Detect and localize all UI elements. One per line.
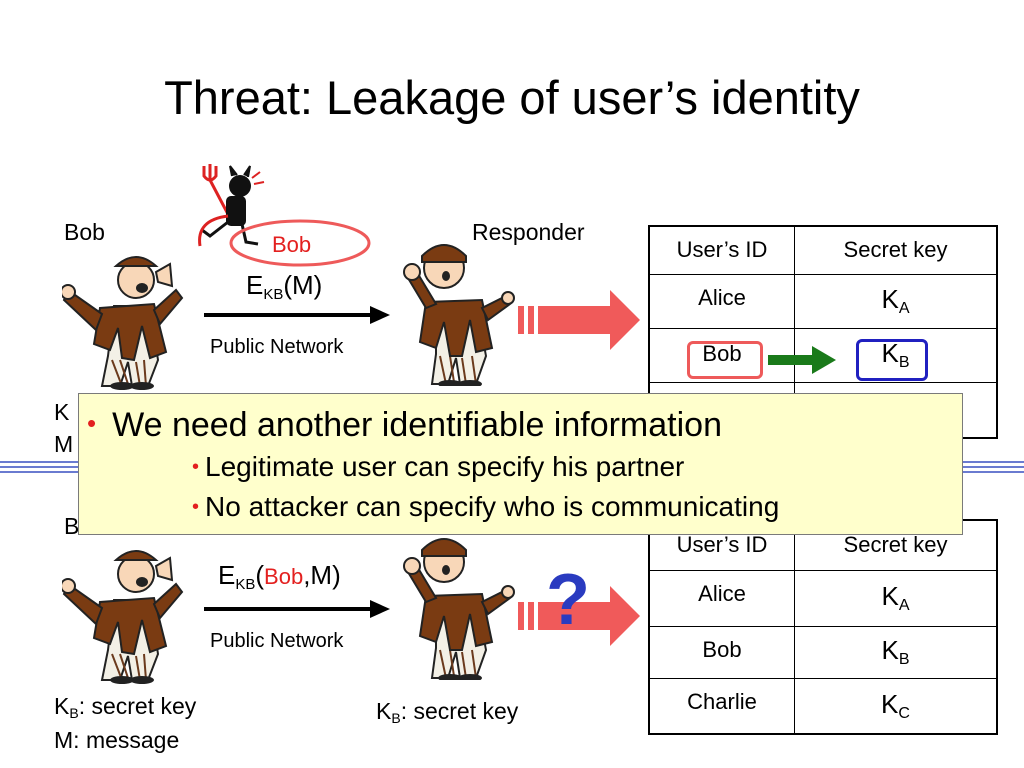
responder-man-icon	[403, 244, 515, 386]
bottom-table-row-charlie-key: KC	[794, 677, 998, 735]
bottom-table-row-bob-key: KB	[794, 625, 998, 679]
stolen-identity-highlight	[229, 219, 371, 267]
unknown-identity-question-mark: ?	[546, 560, 590, 640]
callout-sub-point-2: •No attacker can specify who is communic…	[192, 491, 780, 522]
attacker-bubble-bob: Bob	[272, 232, 312, 257]
top-lookup-arrow-icon	[518, 290, 640, 350]
top-sender-label: Bob	[64, 219, 105, 245]
bob-id-highlight	[687, 341, 763, 379]
slide-title: Threat: Leakage of user’s identity	[164, 71, 860, 124]
green-match-arrow-icon	[768, 346, 836, 374]
top-encrypted-message: EKB(M)	[246, 270, 323, 303]
bottom-responder-man-icon	[403, 538, 515, 680]
bottom-table-row-alice-id: Alice	[648, 569, 795, 627]
top-table-header-key: Secret key	[794, 225, 998, 275]
bottom-sender-partial: B	[64, 513, 80, 539]
bottom-sender-key-label: KB: secret key	[54, 693, 197, 721]
callout-box	[78, 393, 963, 535]
top-table-header-id: User’s ID	[648, 225, 795, 275]
devil-attacker-icon	[198, 164, 265, 247]
bottom-encrypted-message: EKB(Bob,M)	[218, 560, 341, 593]
bottom-table-row-charlie-id: Charlie	[648, 677, 795, 735]
bottom-lookup-arrow-icon	[518, 586, 640, 646]
callout-main-point: •We need another identifiable informatio…	[87, 406, 722, 444]
top-table-row-alice-id: Alice	[648, 273, 795, 329]
top-transmit-arrow	[204, 306, 390, 324]
bottom-table-row-alice-key: KA	[794, 569, 998, 627]
top-responder-label: Responder	[472, 219, 585, 245]
bottom-transmit-arrow	[204, 600, 390, 618]
callout-sub-point-1: •Legitimate user can specify his partner	[192, 451, 685, 482]
bottom-table-row-bob-id: Bob	[648, 625, 795, 679]
top-table-row-alice-key: KA	[794, 273, 998, 329]
bottom-key-table: User’s ID Secret key Alice KA Bob KB Cha…	[648, 519, 998, 735]
top-msg-partial: M	[54, 431, 74, 457]
top-key-partial: K	[54, 399, 70, 425]
sender-shouting-man-icon	[62, 256, 184, 390]
kb-key-highlight	[856, 339, 928, 381]
bottom-sender-shouting-man-icon	[62, 550, 184, 684]
bottom-responder-key-label: KB: secret key	[376, 698, 519, 726]
top-public-network-label: Public Network	[210, 336, 344, 358]
bottom-sender-message-label: M: message	[54, 727, 180, 753]
bottom-public-network-label: Public Network	[210, 630, 344, 652]
